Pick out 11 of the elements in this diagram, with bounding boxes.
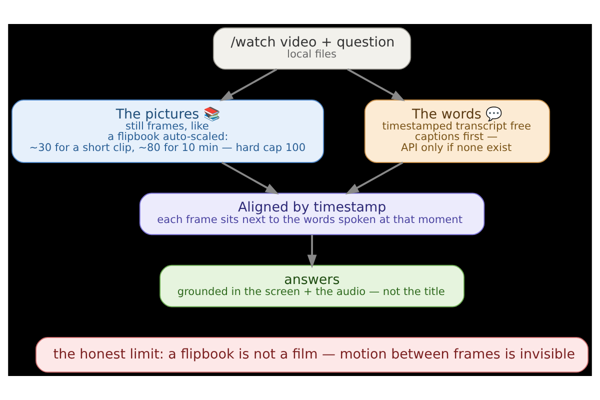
node-box: answers grounded in the screen + the audio — not the title	[160, 264, 464, 308]
arrow	[347, 68, 406, 102]
arrow	[221, 162, 279, 194]
node-box: The pictures 📚 still frames, like a flipbook auto-scaled: ~30 for a short clip, ~80 for 10 min — hard cap 100	[11, 100, 324, 163]
node-box: /watch video + question local files	[212, 27, 412, 70]
arrow	[220, 68, 278, 102]
node-box: The words 💬 timestamped transcript free captions first — API only if none exist	[364, 100, 550, 163]
arrow	[307, 234, 317, 268]
node-box: Aligned by timestamp each frame sits next to the words spoken at that moment	[139, 192, 485, 236]
node-box: the honest limit: a flipbook is not a film — motion between frames is invisible	[36, 337, 589, 373]
arrow	[345, 162, 404, 194]
